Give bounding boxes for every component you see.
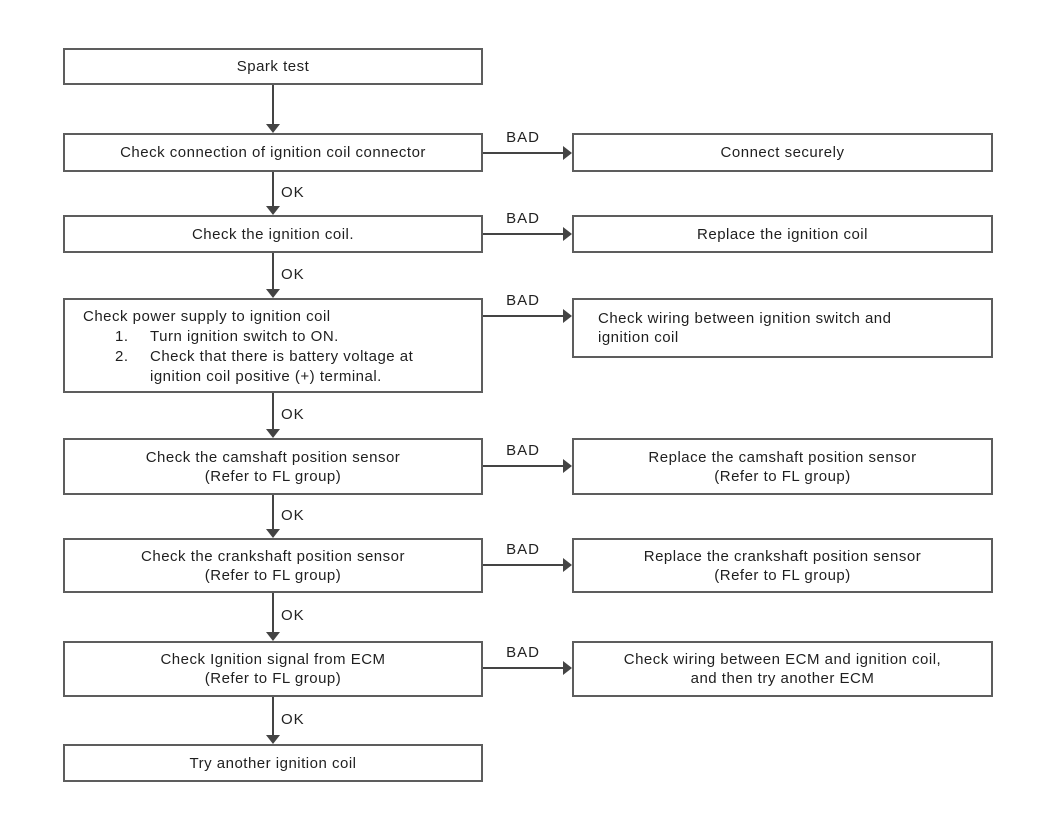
item-number: 2. bbox=[115, 348, 129, 365]
box-label: Check the ignition coil. bbox=[191, 225, 355, 243]
item-text: Check that there is battery voltage at bbox=[150, 348, 414, 365]
box-label-line1: Check wiring between ECM and ignition co… bbox=[623, 651, 942, 668]
edge-label-bad: BAD bbox=[506, 541, 540, 558]
edge-label-bad: BAD bbox=[506, 210, 540, 227]
box-label-line1: Check the camshaft position sensor bbox=[145, 448, 401, 466]
box-label: Replace the ignition coil bbox=[697, 225, 868, 243]
flow-box-connect-securely: Connect securely bbox=[572, 133, 993, 172]
box-label-line1: Replace the camshaft position sensor bbox=[648, 448, 917, 466]
connector-line-down bbox=[272, 593, 274, 632]
box-label-line2: (Refer to FL group) bbox=[714, 467, 851, 485]
connector-line-down bbox=[272, 495, 274, 529]
box-label-line1: Check power supply to ignition coil bbox=[83, 308, 331, 325]
flow-box-check-ignition-coil: Check the ignition coil. bbox=[63, 215, 483, 253]
box-label-line1: Replace the crankshaft position sensor bbox=[643, 547, 922, 565]
edge-label-bad: BAD bbox=[506, 292, 540, 309]
arrow-down-icon bbox=[266, 632, 280, 641]
box-label-item1: 1. Turn ignition switch to ON. bbox=[115, 327, 339, 347]
box-label-item2-continued: ignition coil positive (+) terminal. bbox=[150, 368, 382, 385]
box-label: Connect securely bbox=[720, 144, 845, 161]
edge-label-ok: OK bbox=[281, 607, 305, 624]
flow-box-spark-test: Spark test bbox=[63, 48, 483, 85]
arrow-down-icon bbox=[266, 429, 280, 438]
flow-box-check-power-supply: Check power supply to ignition coil 1. Tu… bbox=[63, 298, 483, 393]
item-text: Turn ignition switch to ON. bbox=[150, 328, 339, 345]
flow-box-check-ignition-signal-ecm: Check Ignition signal from ECM (Refer to… bbox=[63, 641, 483, 697]
flow-box-replace-ignition-coil: Replace the ignition coil bbox=[572, 215, 993, 253]
box-label-line2: ignition coil bbox=[598, 329, 679, 346]
box-label-line1: Check Ignition signal from ECM bbox=[160, 651, 386, 668]
flow-box-try-another-ignition-coil: Try another ignition coil bbox=[63, 744, 483, 782]
item-number: 1. bbox=[115, 328, 129, 345]
connector-line-down bbox=[272, 393, 274, 429]
arrow-down-icon bbox=[266, 529, 280, 538]
connector-line-down bbox=[272, 85, 274, 124]
edge-label-bad: BAD bbox=[506, 442, 540, 459]
box-label: Try another ignition coil bbox=[189, 754, 357, 772]
edge-label-bad: BAD bbox=[506, 644, 540, 661]
box-label-line2: (Refer to FL group) bbox=[714, 566, 851, 584]
arrow-right-icon bbox=[563, 459, 572, 473]
box-label-item2: 2. Check that there is battery voltage at bbox=[115, 347, 413, 367]
edge-label-bad: BAD bbox=[506, 129, 540, 146]
arrow-down-icon bbox=[266, 289, 280, 298]
connector-line-bad bbox=[483, 152, 563, 154]
arrow-down-icon bbox=[266, 124, 280, 133]
connector-line-down bbox=[272, 253, 274, 289]
arrow-right-icon bbox=[563, 227, 572, 241]
connector-line-bad bbox=[483, 564, 563, 566]
box-label-line2: and then try another ECM bbox=[690, 670, 875, 687]
edge-label-ok: OK bbox=[281, 507, 305, 524]
edge-label-ok: OK bbox=[281, 266, 305, 283]
connector-line-bad bbox=[483, 465, 563, 467]
box-label: Check connection of ignition coil connec… bbox=[120, 144, 426, 161]
arrow-right-icon bbox=[563, 558, 572, 572]
box-label-line1: Check wiring between ignition switch and bbox=[598, 310, 892, 327]
arrow-down-icon bbox=[266, 206, 280, 215]
flow-box-check-crankshaft-sensor: Check the crankshaft position sensor (Re… bbox=[63, 538, 483, 593]
flow-box-replace-camshaft-sensor: Replace the camshaft position sensor (Re… bbox=[572, 438, 993, 495]
connector-line-down bbox=[272, 697, 274, 735]
connector-line-bad bbox=[483, 315, 563, 317]
connector-line-down bbox=[272, 172, 274, 206]
box-label-line2: (Refer to FL group) bbox=[204, 566, 342, 584]
flow-box-replace-crankshaft-sensor: Replace the crankshaft position sensor (… bbox=[572, 538, 993, 593]
box-label-line2: (Refer to FL group) bbox=[204, 670, 342, 687]
edge-label-ok: OK bbox=[281, 406, 305, 423]
arrow-right-icon bbox=[563, 309, 572, 323]
edge-label-ok: OK bbox=[281, 184, 305, 201]
box-label-line2: (Refer to FL group) bbox=[204, 467, 342, 485]
connector-line-bad bbox=[483, 233, 563, 235]
box-label-line1: Check the crankshaft position sensor bbox=[141, 547, 405, 565]
arrow-right-icon bbox=[563, 661, 572, 675]
connector-line-bad bbox=[483, 667, 563, 669]
box-label: Spark test bbox=[236, 58, 310, 75]
arrow-down-icon bbox=[266, 735, 280, 744]
flow-box-check-connection: Check connection of ignition coil connec… bbox=[63, 133, 483, 172]
arrow-right-icon bbox=[563, 146, 572, 160]
flow-box-check-wiring-ecm: Check wiring between ECM and ignition co… bbox=[572, 641, 993, 697]
flow-box-check-wiring-ignition-switch: Check wiring between ignition switch and… bbox=[572, 298, 993, 358]
edge-label-ok: OK bbox=[281, 711, 305, 728]
flow-box-check-camshaft-sensor: Check the camshaft position sensor (Refe… bbox=[63, 438, 483, 495]
